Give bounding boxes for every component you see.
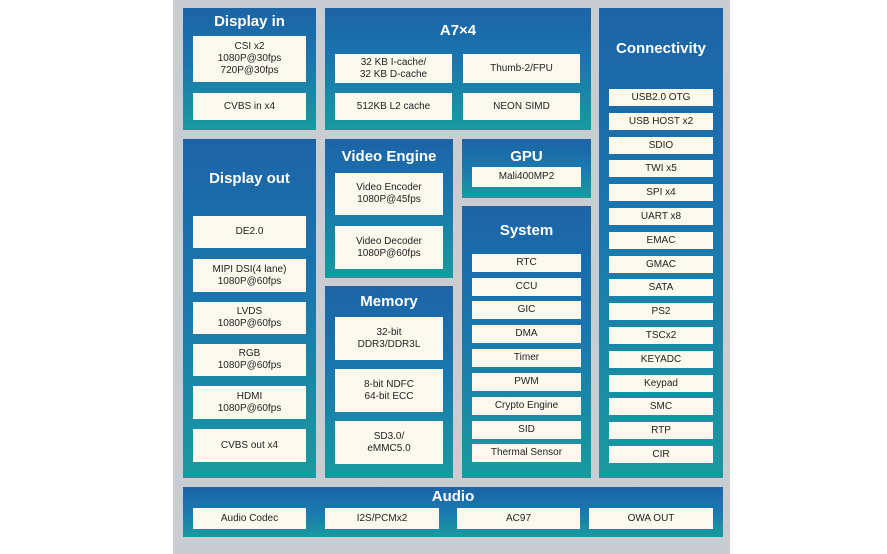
connectivity-item: GMAC	[609, 256, 713, 273]
video-engine-item: Video Decoder 1080P@60fps	[335, 226, 443, 269]
system-item: SID	[472, 421, 581, 439]
connectivity-item: SDIO	[609, 137, 713, 154]
memory-item: SD3.0/ eMMC5.0	[335, 421, 443, 464]
memory-item: 32-bit DDR3/DDR3L	[335, 317, 443, 360]
system-item: Thermal Sensor	[472, 444, 581, 462]
cpu-item: NEON SIMD	[463, 93, 580, 120]
system-item: DMA	[472, 325, 581, 343]
cpu-item: 32 KB I-cache/ 32 KB D-cache	[335, 54, 452, 83]
system-item: Crypto Engine	[472, 397, 581, 415]
display-out-item: HDMI 1080P@60fps	[193, 386, 306, 419]
connectivity-item: RTP	[609, 422, 713, 439]
connectivity-item: CIR	[609, 446, 713, 463]
connectivity-item: SMC	[609, 398, 713, 415]
display-out-block: Display out DE2.0 MIPI DSI(4 lane) 1080P…	[183, 139, 316, 478]
cpu-item: Thumb-2/FPU	[463, 54, 580, 83]
connectivity-item: SPI x4	[609, 184, 713, 201]
system-title: System	[499, 222, 554, 239]
connectivity-title: Connectivity	[615, 40, 706, 57]
connectivity-item: TWI x5	[609, 160, 713, 177]
display-out-item: CVBS out x4	[193, 429, 306, 462]
video-engine-title: Video Engine	[341, 148, 437, 165]
display-out-item: MIPI DSI(4 lane) 1080P@60fps	[193, 259, 306, 292]
display-in-item: CVBS in x4	[193, 93, 306, 120]
cpu-block: A7×4 32 KB I-cache/ 32 KB D-cache Thumb-…	[325, 8, 591, 130]
audio-block: Audio Audio Codec I2S/PCMx2 AC97 OWA OUT	[183, 487, 723, 537]
system-item: Timer	[472, 349, 581, 367]
audio-item: AC97	[457, 508, 580, 529]
audio-item: I2S/PCMx2	[325, 508, 439, 529]
cpu-title: A7×4	[439, 22, 477, 39]
display-out-item: DE2.0	[193, 216, 306, 248]
connectivity-item: USB2.0 OTG	[609, 89, 713, 106]
connectivity-item: TSCx2	[609, 327, 713, 344]
cpu-item: 512KB L2 cache	[335, 93, 452, 120]
display-out-item: LVDS 1080P@60fps	[193, 302, 306, 334]
connectivity-block: Connectivity USB2.0 OTG USB HOST x2 SDIO…	[599, 8, 723, 478]
gpu-title: GPU	[510, 148, 543, 165]
connectivity-item: USB HOST x2	[609, 113, 713, 130]
audio-item: OWA OUT	[589, 508, 713, 529]
audio-title: Audio	[431, 488, 475, 505]
video-engine-block: Video Engine Video Encoder 1080P@45fps V…	[325, 139, 453, 278]
gpu-item: Mali400MP2	[472, 167, 581, 187]
display-out-item: RGB 1080P@60fps	[193, 344, 306, 376]
connectivity-item: Keypad	[609, 375, 713, 392]
audio-item: Audio Codec	[193, 508, 306, 529]
connectivity-item: KEYADC	[609, 351, 713, 368]
system-item: PWM	[472, 373, 581, 391]
system-item: CCU	[472, 278, 581, 296]
connectivity-item: UART x8	[609, 208, 713, 225]
video-engine-item: Video Encoder 1080P@45fps	[335, 173, 443, 215]
gpu-block: GPU Mali400MP2	[462, 139, 591, 198]
connectivity-item: PS2	[609, 303, 713, 320]
memory-title: Memory	[360, 293, 418, 310]
display-in-item: CSI x2 1080P@30fps 720P@30fps	[193, 36, 306, 82]
memory-item: 8-bit NDFC 64-bit ECC	[335, 369, 443, 412]
system-item: GIC	[472, 301, 581, 319]
display-in-title: Display in	[214, 13, 285, 30]
connectivity-item: SATA	[609, 279, 713, 296]
display-in-block: Display in CSI x2 1080P@30fps 720P@30fps…	[183, 8, 316, 130]
system-item: RTC	[472, 254, 581, 272]
connectivity-item: EMAC	[609, 232, 713, 249]
display-out-title: Display out	[209, 170, 290, 187]
system-block: System RTC CCU GIC DMA Timer PWM Crypto …	[462, 206, 591, 478]
memory-block: Memory 32-bit DDR3/DDR3L 8-bit NDFC 64-b…	[325, 286, 453, 478]
